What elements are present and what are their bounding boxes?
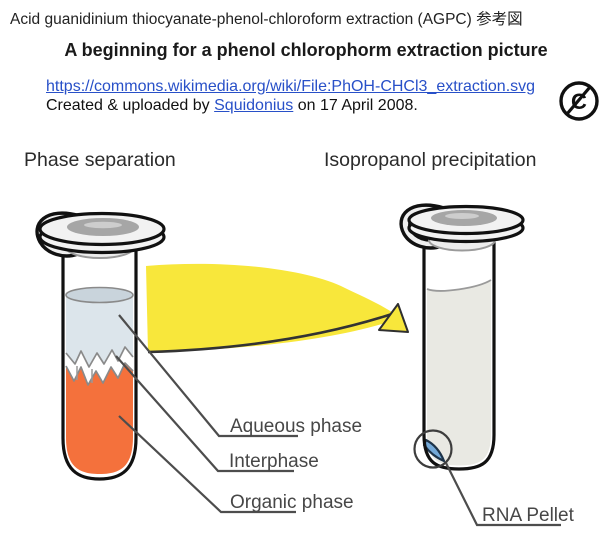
credit-prefix: Created & uploaded by: [46, 97, 215, 114]
isopropanol-liquid: [427, 280, 491, 466]
aqueous-surface: [65, 286, 134, 304]
source-link-row: https://commons.wikimedia.org/wiki/File:…: [46, 78, 535, 96]
left-section-title: Phase separation: [24, 149, 176, 171]
transfer-arrow: [146, 263, 409, 354]
organic-phase-label: Organic phase: [230, 492, 354, 513]
rna-pellet: [422, 438, 446, 463]
rna-pellet-leader-line: [445, 462, 561, 527]
aqueous-phase-region: [66, 295, 133, 367]
transfer-arrowhead: [378, 303, 409, 333]
author-link[interactable]: Squidonius: [214, 97, 294, 114]
phase-separation-tube: [35, 211, 166, 481]
right-tube-cap: [399, 203, 525, 252]
transfer-arrow-body: [146, 263, 396, 352]
isopropanol-tube: [399, 203, 525, 471]
interphase-label: Interphase: [229, 451, 319, 472]
image-caption-title: A beginning for a phenol chlorophorm ext…: [64, 40, 548, 60]
public-domain-icon: C: [559, 81, 599, 121]
aqueous-leader-line: [118, 314, 298, 438]
phase-labels: Aqueous phase Interphase Organic phase R…: [115, 314, 575, 527]
page-title: Acid guanidinium thiocyanate-phenol-chlo…: [10, 11, 523, 28]
aqueous-phase-label: Aqueous phase: [230, 416, 362, 437]
wikimedia-file-link[interactable]: https://commons.wikimedia.org/wiki/File:…: [46, 78, 536, 95]
organic-leader-line: [118, 415, 296, 514]
credit-suffix: on 17 April 2008.: [293, 97, 418, 114]
interphase-region: [76, 366, 93, 383]
organic-phase-region: [66, 363, 133, 474]
left-tube-cap: [35, 211, 166, 259]
credit-line: Created & uploaded by Squidonius on 17 A…: [46, 97, 418, 115]
interphase-leader-line: [115, 355, 294, 473]
rna-pellet-label: RNA Pellet: [482, 505, 575, 526]
right-section-title: Isopropanol precipitation: [324, 149, 536, 171]
pellet-highlight-circle: [413, 429, 453, 469]
